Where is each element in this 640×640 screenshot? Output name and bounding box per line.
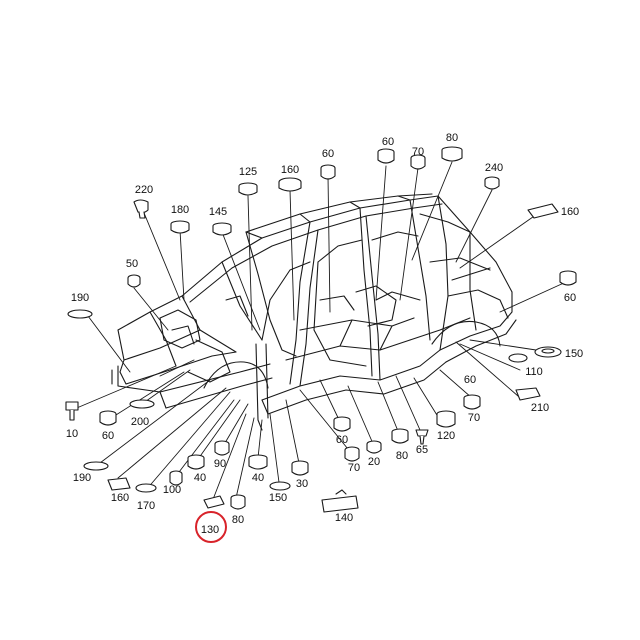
grommet-icon bbox=[230, 494, 246, 510]
grommet-icon bbox=[463, 394, 481, 410]
part-label-145: 145 bbox=[208, 206, 228, 218]
plug-icons bbox=[65, 146, 577, 513]
part-label-10: 10 bbox=[65, 428, 79, 440]
part-label-70: 70 bbox=[347, 462, 361, 474]
pad-icon bbox=[107, 477, 131, 491]
grommet-icon bbox=[410, 154, 426, 170]
part-label-125: 125 bbox=[238, 166, 258, 178]
part-label-80: 80 bbox=[445, 132, 459, 144]
part-label-80: 80 bbox=[395, 450, 409, 462]
bracket-icon bbox=[321, 489, 359, 513]
part-label-30: 30 bbox=[295, 478, 309, 490]
part-label-80: 80 bbox=[231, 514, 245, 526]
part-label-65: 65 bbox=[415, 444, 429, 456]
part-label-170: 170 bbox=[136, 500, 156, 512]
grommet-icon bbox=[377, 148, 395, 164]
car-body-frame bbox=[111, 193, 517, 431]
pad-icon bbox=[269, 481, 291, 491]
part-label-90: 90 bbox=[213, 458, 227, 470]
leader-lines bbox=[71, 161, 567, 503]
part-label-50: 50 bbox=[125, 258, 139, 270]
clip-icon bbox=[203, 495, 225, 509]
grommet-icon bbox=[333, 416, 351, 432]
grommet-icon bbox=[391, 428, 409, 444]
grommet-icon bbox=[127, 274, 141, 288]
part-label-60: 60 bbox=[321, 148, 335, 160]
part-label-150: 150 bbox=[564, 348, 584, 360]
pad-icon bbox=[135, 483, 157, 493]
part-label-190: 190 bbox=[70, 292, 90, 304]
highlight-circle bbox=[195, 511, 227, 543]
grommet-icon bbox=[278, 177, 302, 192]
grommet-icon bbox=[484, 176, 500, 190]
grommet-icon bbox=[320, 164, 336, 180]
part-label-200: 200 bbox=[130, 416, 150, 428]
part-label-220: 220 bbox=[134, 184, 154, 196]
part-label-40: 40 bbox=[251, 472, 265, 484]
part-label-60: 60 bbox=[563, 292, 577, 304]
grommet-icon bbox=[366, 440, 382, 454]
grommet-icon bbox=[170, 220, 190, 234]
part-label-70: 70 bbox=[411, 146, 425, 158]
part-label-240: 240 bbox=[484, 162, 504, 174]
part-label-40: 40 bbox=[193, 472, 207, 484]
bolt-icon bbox=[65, 401, 79, 421]
pad-icon bbox=[515, 387, 541, 401]
part-label-20: 20 bbox=[367, 456, 381, 468]
pad-icon bbox=[527, 203, 559, 219]
part-label-160: 160 bbox=[560, 206, 580, 218]
grommet-icon bbox=[187, 454, 205, 470]
grommet-icon bbox=[291, 460, 309, 476]
part-label-110: 110 bbox=[525, 366, 543, 378]
grommet-icon bbox=[238, 182, 258, 196]
clip-icon bbox=[415, 429, 429, 445]
part-label-60: 60 bbox=[335, 434, 349, 446]
grommet-icon bbox=[441, 146, 463, 162]
pad-icon bbox=[83, 461, 109, 471]
pad-icon bbox=[129, 399, 155, 409]
grommet-icon bbox=[214, 440, 230, 456]
part-label-140: 140 bbox=[334, 512, 354, 524]
grommet-icon bbox=[99, 410, 117, 426]
grommet-icon bbox=[436, 410, 456, 428]
part-label-60: 60 bbox=[381, 136, 395, 148]
part-label-180: 180 bbox=[170, 204, 190, 216]
clip-icon bbox=[133, 199, 149, 214]
part-label-60: 60 bbox=[463, 374, 477, 386]
part-label-100: 100 bbox=[162, 484, 182, 496]
grommet-icon bbox=[212, 222, 232, 236]
part-label-150: 150 bbox=[268, 492, 288, 504]
grommet-icon bbox=[344, 446, 360, 462]
pad-icon bbox=[67, 309, 93, 319]
part-label-190: 190 bbox=[72, 472, 92, 484]
grommet-icon bbox=[559, 270, 577, 286]
part-label-60: 60 bbox=[101, 430, 115, 442]
part-label-210: 210 bbox=[530, 402, 550, 414]
part-label-160: 160 bbox=[280, 164, 300, 176]
part-label-70: 70 bbox=[467, 412, 481, 424]
grommet-icon bbox=[169, 470, 183, 486]
part-label-160: 160 bbox=[110, 492, 130, 504]
pad-icon bbox=[534, 346, 562, 358]
part-label-120: 120 bbox=[436, 430, 456, 442]
pad-icon bbox=[508, 353, 528, 363]
grommet-icon bbox=[248, 454, 268, 470]
